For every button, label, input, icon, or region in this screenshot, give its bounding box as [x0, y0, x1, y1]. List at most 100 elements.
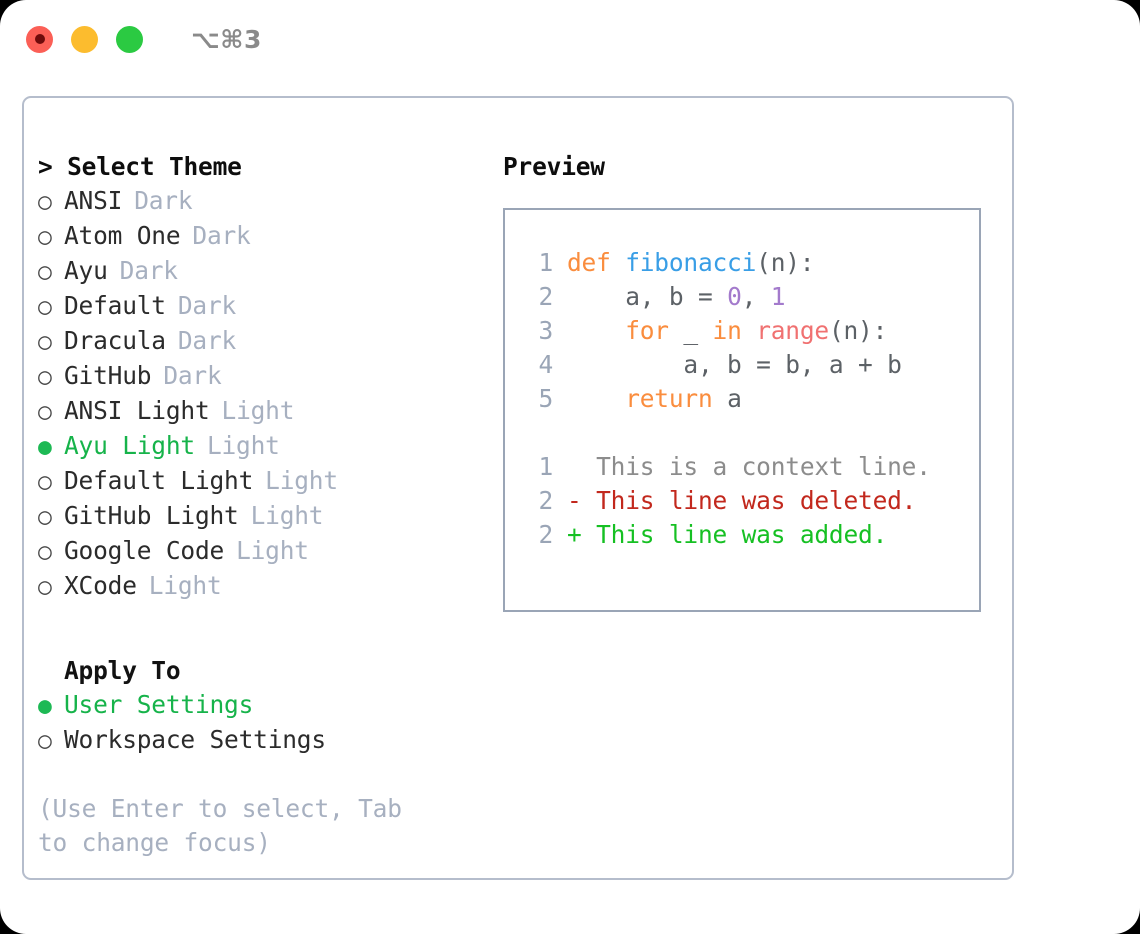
theme-variant-badge: Light: [221, 396, 295, 425]
theme-option-label: XCode: [64, 571, 137, 600]
minimize-button[interactable]: [71, 25, 98, 53]
diff-marker: -: [567, 486, 597, 515]
code-line: 2 a, b = 0, 1: [519, 280, 979, 314]
code-token-plain: [567, 316, 625, 345]
radio-unselected-icon: ○: [38, 364, 52, 390]
theme-variant-badge: Dark: [134, 186, 193, 215]
theme-variant-badge: Dark: [119, 256, 178, 285]
line-number: 4: [538, 350, 553, 379]
code-token-plain: [742, 316, 757, 345]
theme-option-ayu[interactable]: ○ Ayu Dark: [38, 254, 494, 289]
code-token-keyword: for: [625, 316, 669, 345]
recording-indicator-icon: [34, 34, 45, 44]
theme-option-ayu-light[interactable]: ● Ayu Light Light: [38, 429, 494, 464]
theme-option-label: GitHub: [64, 361, 152, 390]
theme-variant-badge: Light: [265, 466, 338, 495]
radio-unselected-icon: ○: [38, 728, 52, 754]
theme-variant-badge: Light: [206, 431, 280, 460]
apply-to-title: Apply To: [64, 656, 181, 685]
code-token-plain: [567, 384, 625, 413]
theme-variant-badge: Dark: [163, 361, 222, 390]
title-bar: ⌥⌘3: [0, 0, 1140, 78]
line-number: 2: [538, 486, 553, 515]
code-token-plain: (n):: [828, 316, 888, 345]
code-token-plain: a, b = b, a + b: [567, 350, 902, 379]
radio-unselected-icon: ○: [38, 329, 52, 355]
theme-option-label: Google Code: [64, 536, 225, 565]
theme-option-label: ANSI Light: [64, 396, 210, 425]
theme-option-github-light[interactable]: ○ GitHub Light Light: [38, 499, 494, 534]
theme-option-label: Ayu: [64, 256, 108, 285]
theme-option-label: Ayu Light: [64, 431, 195, 460]
diff-line-added: 2 + This line was added.: [519, 518, 979, 552]
radio-unselected-icon: ○: [38, 469, 52, 495]
code-token-number: 0: [727, 282, 742, 311]
code-line-content: a, b = 0, 1: [567, 280, 785, 314]
line-number: 2: [538, 520, 553, 549]
diff-line-context: 1 This is a context line.: [519, 450, 979, 484]
diff-line-text: This is a context line.: [596, 452, 931, 481]
diff-sample: 1 This is a context line.2- This line wa…: [519, 450, 979, 552]
theme-option-google-code[interactable]: ○ Google Code Light: [38, 534, 494, 569]
code-token-plain: ,: [741, 282, 771, 311]
code-line: 3 for _ in range(n):: [519, 314, 979, 348]
radio-selected-icon: ●: [38, 693, 52, 719]
code-token-keyword: in: [712, 316, 742, 345]
code-line-content: def fibonacci(n):: [567, 246, 815, 280]
code-token-plain: a, b =: [567, 282, 728, 311]
code-token-plain: _: [668, 316, 713, 345]
apply-to-option-workspace-settings[interactable]: ○Workspace Settings: [38, 723, 494, 758]
apply-to-option-user-settings[interactable]: ● User Settings: [38, 688, 494, 723]
line-number: 5: [538, 384, 553, 413]
code-token-keyword: def: [567, 248, 626, 277]
code-line-content: for _ in range(n):: [567, 314, 887, 348]
radio-selected-icon: ●: [38, 434, 52, 460]
select-theme-header: > Select Theme: [38, 152, 242, 181]
theme-option-label: Default Light: [64, 466, 254, 495]
code-token-keyword: return: [625, 384, 713, 413]
diff-line-text: This line was added.: [596, 520, 888, 549]
diff-line-deleted: 2- This line was deleted.: [519, 484, 979, 518]
maximize-button[interactable]: [116, 25, 143, 53]
diff-marker: +: [567, 520, 597, 549]
theme-option-default-light[interactable]: ○ Default Light Light: [38, 464, 494, 499]
radio-unselected-icon: ○: [38, 259, 52, 285]
radio-unselected-icon: ○: [38, 189, 52, 215]
close-button[interactable]: [26, 25, 53, 53]
radio-unselected-icon: ○: [38, 539, 52, 565]
theme-option-github[interactable]: ○ GitHub Dark: [38, 359, 494, 394]
radio-unselected-icon: ○: [38, 504, 52, 530]
code-line: 4 a, b = b, a + b: [519, 348, 979, 382]
line-number: 1: [538, 248, 553, 277]
theme-option-label: ANSI: [64, 186, 123, 215]
radio-unselected-icon: ○: [38, 224, 52, 250]
theme-variant-badge: Light: [250, 501, 324, 530]
code-token-number: 1: [770, 282, 786, 311]
code-token-function: fibonacci: [625, 248, 757, 277]
diff-line-text: This line was deleted.: [596, 486, 917, 515]
theme-variant-badge: Light: [236, 536, 309, 565]
radio-unselected-icon: ○: [38, 574, 52, 600]
theme-option-label: Atom One: [64, 221, 181, 250]
line-number: 1: [538, 452, 553, 481]
apply-to-option-label: User Settings: [64, 690, 254, 719]
apply-to-list: ● User Settings ○Workspace Settings: [38, 688, 494, 758]
line-number: 3: [538, 316, 553, 345]
code-token-call: range: [756, 316, 829, 345]
theme-option-label: GitHub Light: [64, 501, 239, 530]
theme-option-ansi[interactable]: ○ ANSI Dark: [38, 184, 494, 219]
theme-option-label: Default: [64, 291, 166, 320]
radio-unselected-icon: ○: [38, 294, 52, 320]
theme-variant-badge: Dark: [177, 326, 237, 355]
diff-marker: [567, 450, 596, 484]
